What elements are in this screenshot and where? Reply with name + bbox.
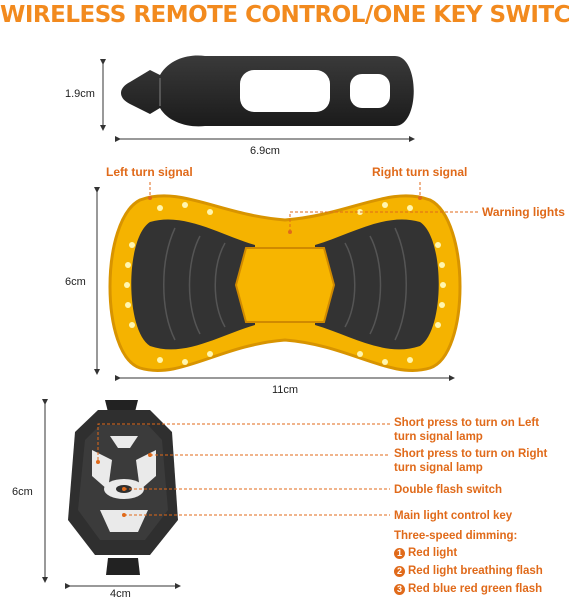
number-badge-icon: 1 bbox=[394, 547, 405, 559]
remote-width-label: 4cm bbox=[110, 588, 131, 600]
page-title: WIRELESS REMOTE CONTROL/ONE KEY SWITCH bbox=[0, 2, 569, 28]
dimming-mode-text: Red light breathing flash bbox=[408, 565, 543, 577]
main-light-key-label: Main light control key bbox=[394, 510, 513, 522]
dimming-mode-item: 2 Red light breathing flash bbox=[394, 562, 543, 580]
right-signal-key-label: Short press to turn on Right turn signal… bbox=[394, 448, 548, 474]
warning-lights-label: Warning lights bbox=[482, 205, 565, 219]
dimming-mode-list: 1 Red light 2 Red light breathing flash … bbox=[394, 544, 543, 598]
light-callouts bbox=[149, 182, 478, 232]
dimming-mode-text: Red blue red green flash bbox=[408, 583, 543, 595]
dimming-mode-item: 1 Red light bbox=[394, 544, 543, 562]
left-turn-label: Left turn signal bbox=[106, 165, 193, 179]
tail-light bbox=[108, 194, 462, 372]
remote-height-label: 6cm bbox=[12, 486, 33, 498]
silicone-strap bbox=[121, 55, 414, 127]
dimming-mode-item: 3 Red blue red green flash bbox=[394, 580, 543, 598]
light-width-label: 11cm bbox=[272, 384, 299, 396]
remote-callouts bbox=[97, 423, 390, 516]
strap-width-label: 6.9cm bbox=[250, 145, 280, 157]
double-flash-label: Double flash switch bbox=[394, 484, 502, 496]
left-signal-key-label: Short press to turn on Left turn signal … bbox=[394, 417, 540, 443]
dimming-title: Three-speed dimming: bbox=[394, 530, 518, 542]
number-badge-icon: 3 bbox=[394, 583, 405, 595]
right-turn-label: Right turn signal bbox=[372, 165, 468, 179]
number-badge-icon: 2 bbox=[394, 565, 405, 577]
dimming-mode-text: Red light bbox=[408, 547, 458, 559]
light-height-label: 6cm bbox=[65, 276, 86, 288]
strap-height-label: 1.9cm bbox=[65, 88, 95, 100]
